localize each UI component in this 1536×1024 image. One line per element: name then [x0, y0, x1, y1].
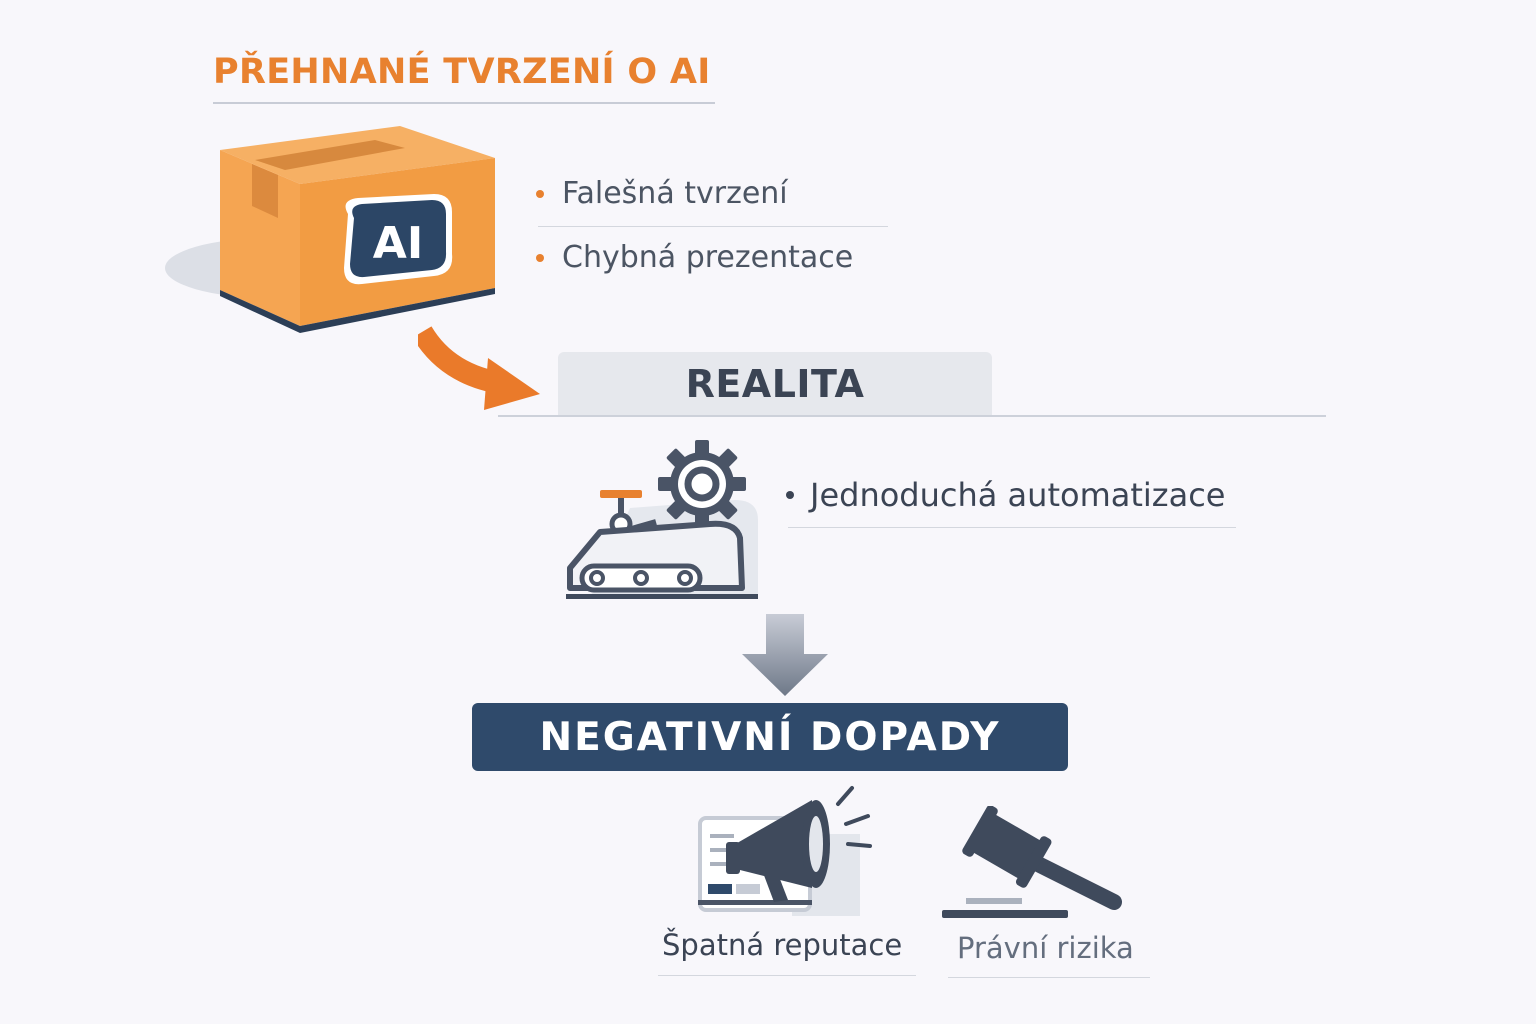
megaphone-shape [726, 800, 830, 902]
impact-label-reputation: Špatná reputace [662, 928, 903, 962]
gear-icon [658, 440, 746, 528]
page-title: PŘEHNANÉ TVRZENÍ O AI [213, 52, 711, 92]
bullet-icon [786, 491, 794, 499]
claim-label: Chybná prezentace [562, 240, 854, 275]
claim-item-misrepresentation: Chybná prezentace [536, 240, 853, 275]
box-bottom-edge [220, 288, 495, 333]
reality-item-label: Jednoduchá automatizace [810, 476, 1226, 514]
gavel-icon [942, 806, 1122, 918]
reality-item-automation: Jednoduchá automatizace [786, 476, 1225, 514]
automation-machine-icon [566, 440, 758, 599]
gavel-base [966, 898, 1022, 904]
gavel-shape [962, 806, 1122, 910]
negative-impacts-banner: NEGATIVNÍ DOPADY [472, 703, 1068, 771]
claim-item-false: Falešná tvrzení [536, 176, 788, 211]
box-front [220, 150, 300, 326]
impact-label-legal: Právní rizika [957, 931, 1134, 965]
box-tape-top [255, 140, 405, 170]
claim-label: Falešná tvrzení [562, 176, 788, 211]
conveyor-belt [579, 563, 703, 593]
machine-base [566, 594, 758, 599]
reality-item-divider [788, 527, 1236, 528]
curved-arrow-icon [418, 326, 540, 410]
megaphone-icon [698, 786, 872, 916]
claim-divider [538, 226, 888, 227]
title-underline [213, 102, 715, 104]
down-arrow-icon [742, 614, 828, 696]
bullet-icon [536, 189, 544, 198]
impact-divider [658, 975, 916, 976]
box-tape-front [252, 164, 278, 218]
reality-heading: REALITA [558, 352, 992, 416]
ai-badge: AI [344, 194, 453, 285]
bullet-icon [536, 253, 544, 262]
reality-underline [498, 415, 1326, 417]
impact-divider [948, 977, 1150, 978]
ai-badge-text: AI [373, 218, 423, 269]
